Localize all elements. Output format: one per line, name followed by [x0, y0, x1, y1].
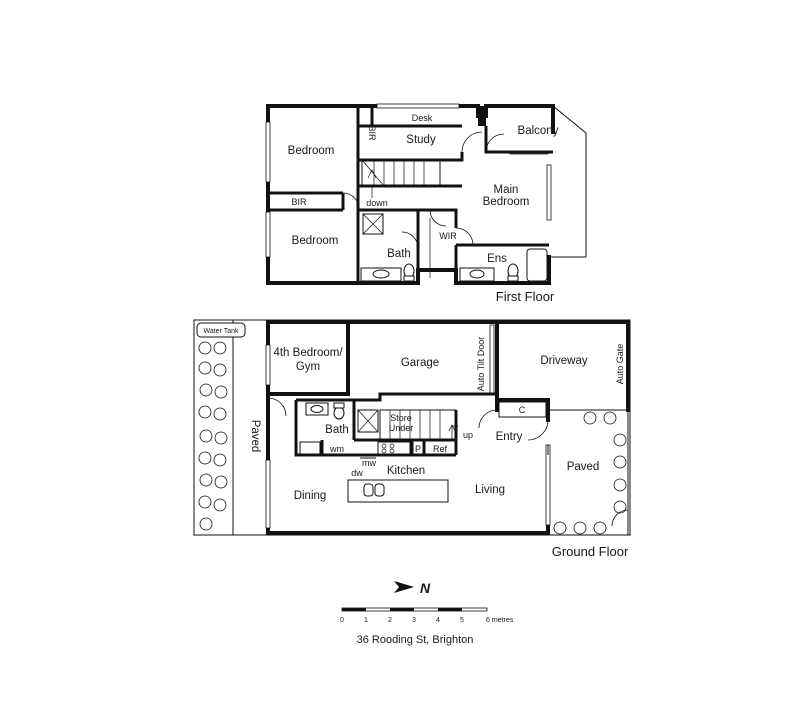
window — [545, 444, 551, 526]
first-floor-stairs — [361, 159, 441, 198]
room-label-bath: Bath — [325, 424, 349, 436]
window — [265, 211, 271, 258]
room-label-balcony: Balcony — [518, 125, 559, 137]
north-label: N — [420, 580, 431, 596]
room-label-bath: Bath — [387, 248, 411, 260]
label-ref: Ref — [433, 444, 448, 454]
cupboard — [498, 401, 547, 418]
balcony-outline — [549, 105, 587, 258]
scale-tick: 4 — [436, 617, 440, 624]
ground-floor-plan: Water Tank — [193, 319, 631, 559]
address: 36 Rooding St, Brighton — [357, 634, 474, 646]
door-swing — [461, 131, 483, 153]
label-pantry: P — [415, 444, 421, 454]
window — [265, 344, 271, 386]
window — [376, 103, 460, 109]
gate-swing — [611, 509, 629, 527]
door-swing — [342, 192, 360, 210]
window — [546, 164, 552, 221]
toilet — [333, 406, 345, 420]
room-label-main-bedroom: Bedroom — [483, 196, 530, 208]
label-store: Under — [389, 423, 414, 433]
kitchen-island — [347, 479, 449, 503]
room-label-bedroom: Bedroom — [292, 235, 339, 247]
door-swing — [267, 397, 287, 417]
room-label-main-bedroom: Main — [494, 184, 519, 196]
washing-machine — [299, 441, 321, 455]
door-swing — [485, 133, 505, 153]
label-wm: wm — [329, 444, 344, 454]
floor-title-first: First Floor — [496, 289, 555, 304]
door-swing — [527, 419, 549, 441]
auto-tilt-door — [489, 324, 495, 396]
first-floor-plan: Bedroom BIR BIR Bedroom Desk Study Balco… — [265, 103, 587, 304]
room-label-living: Living — [475, 484, 505, 496]
label-mw: mw — [362, 458, 376, 468]
legend: N 0 1 2 3 4 5 6 metres 36 Rooding St, Br… — [340, 580, 514, 646]
window — [265, 459, 271, 529]
room-label-4th-bedroom: 4th Bedroom/ — [273, 347, 343, 359]
door-swing — [401, 231, 419, 249]
label-cupboard: C — [519, 405, 526, 415]
room-label-garage: Garage — [401, 357, 439, 369]
scale-tick: 2 — [388, 617, 392, 624]
scale-tick: 1 — [364, 617, 368, 624]
room-label-study: Study — [406, 134, 436, 146]
garden-trees — [198, 341, 627, 535]
room-label-bir: BIR — [291, 197, 307, 207]
room-label-ens: Ens — [487, 253, 507, 265]
bath-tub — [526, 248, 548, 282]
ground-floor-stairs — [379, 409, 458, 441]
room-label-driveway: Driveway — [540, 355, 588, 367]
room-label-wir: WIR — [439, 231, 457, 241]
label-dw: dw — [351, 468, 363, 478]
stairs-label-up: up — [463, 430, 473, 440]
room-label-entry: Entry — [496, 431, 523, 443]
scale-tick: 6 metres — [486, 617, 514, 624]
floor-title-ground: Ground Floor — [552, 544, 629, 559]
label-auto-tilt-door: Auto Tilt Door — [476, 337, 486, 392]
stairs-label-down: down — [366, 198, 388, 208]
room-label-dining: Dining — [294, 490, 327, 502]
door-swing — [429, 209, 447, 227]
label-paved-front: Paved — [567, 461, 600, 473]
label-paved: Paved — [249, 420, 261, 453]
label-store: Store — [390, 413, 412, 423]
door-swing — [478, 409, 498, 429]
label-water-tank: Water Tank — [203, 328, 239, 335]
room-label-bir: BIR — [367, 125, 377, 141]
room-label-4th-bedroom: Gym — [296, 361, 320, 373]
door-swing — [455, 227, 474, 246]
window — [265, 121, 271, 183]
room-label-desk: Desk — [412, 113, 433, 123]
label-auto-gate: Auto Gate — [615, 344, 625, 385]
scale-tick: 5 — [460, 617, 464, 624]
room-label-kitchen: Kitchen — [387, 465, 425, 477]
north-arrow-icon — [394, 581, 414, 593]
scale-tick: 3 — [412, 617, 416, 624]
column — [478, 106, 486, 126]
scale-bar: 0 1 2 3 4 5 6 metres — [340, 607, 514, 624]
scale-tick: 0 — [340, 617, 344, 624]
room-label-bedroom: Bedroom — [288, 145, 335, 157]
water-tank — [196, 322, 246, 338]
